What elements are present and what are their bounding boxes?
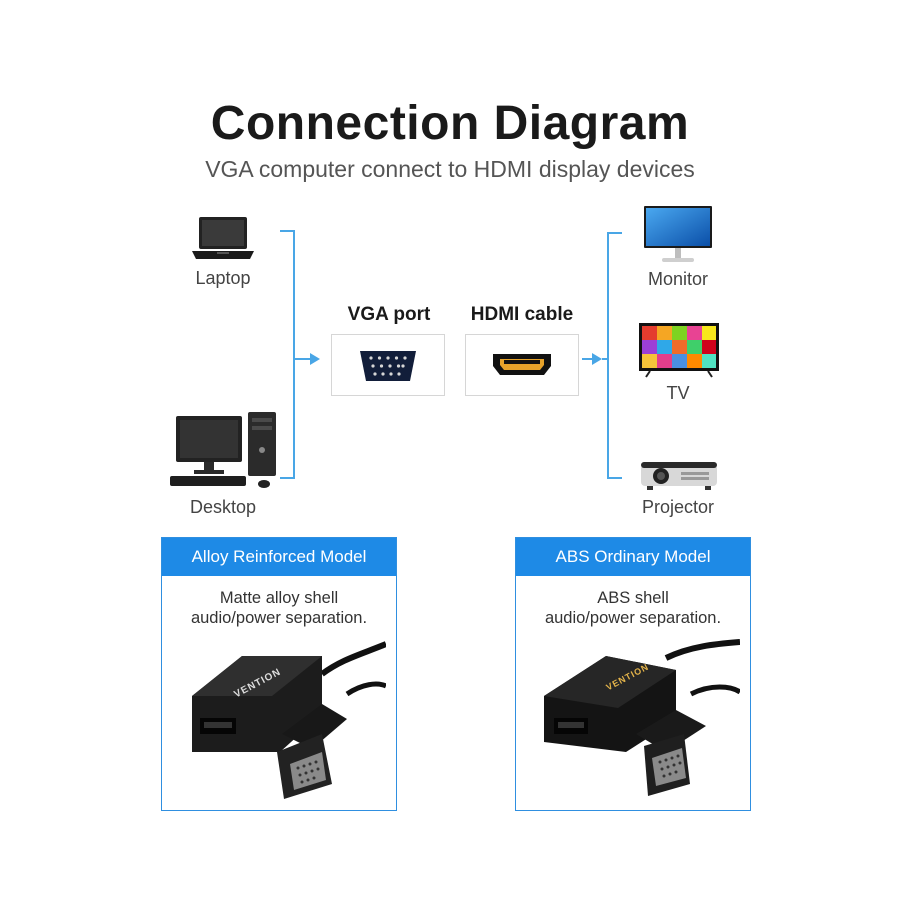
vga-port-label: VGA port [347,304,431,325]
vga-port-icon [358,349,418,383]
abs-desc-line2: audio/power separation. [544,609,722,627]
abs-desc-line1: ABS shell [597,589,669,607]
alloy-adapter-image: VENTION [172,634,386,802]
projector-icon [639,458,719,492]
monitor-icon [642,204,714,264]
alloy-desc-line1: Matte alloy shell [219,589,339,607]
alloy-model-title: Alloy Reinforced Model [162,538,396,576]
alloy-model-description: Matte alloy shell audio/power separation… [162,588,396,628]
hdmi-cable-label: HDMI cable [470,304,574,325]
abs-model-card: ABS Ordinary Model ABS shell audio/power… [515,537,751,811]
alloy-model-card: Alloy Reinforced Model Matte alloy shell… [161,537,397,811]
abs-adapter-image: VENTION [526,634,740,802]
source-label-laptop: Laptop [195,268,251,288]
diagram-subtitle: VGA computer connect to HDMI display dev… [205,156,695,182]
display-label-monitor: Monitor [647,269,709,289]
tv-icon [638,322,720,378]
source-bracket [270,228,330,483]
abs-model-title: ABS Ordinary Model [516,538,750,576]
hdmi-port-icon [492,353,552,377]
display-label-tv: TV [666,383,690,403]
laptop-icon [190,215,256,263]
vga-port-box [331,334,445,396]
desktop-computer-icon [168,410,280,490]
source-label-desktop: Desktop [189,497,257,517]
abs-model-description: ABS shell audio/power separation. [516,588,750,628]
hdmi-port-box [465,334,579,396]
display-label-projector: Projector [641,497,715,517]
diagram-title: Connection Diagram [210,97,690,150]
display-bracket [580,230,630,482]
alloy-desc-line2: audio/power separation. [190,609,368,627]
